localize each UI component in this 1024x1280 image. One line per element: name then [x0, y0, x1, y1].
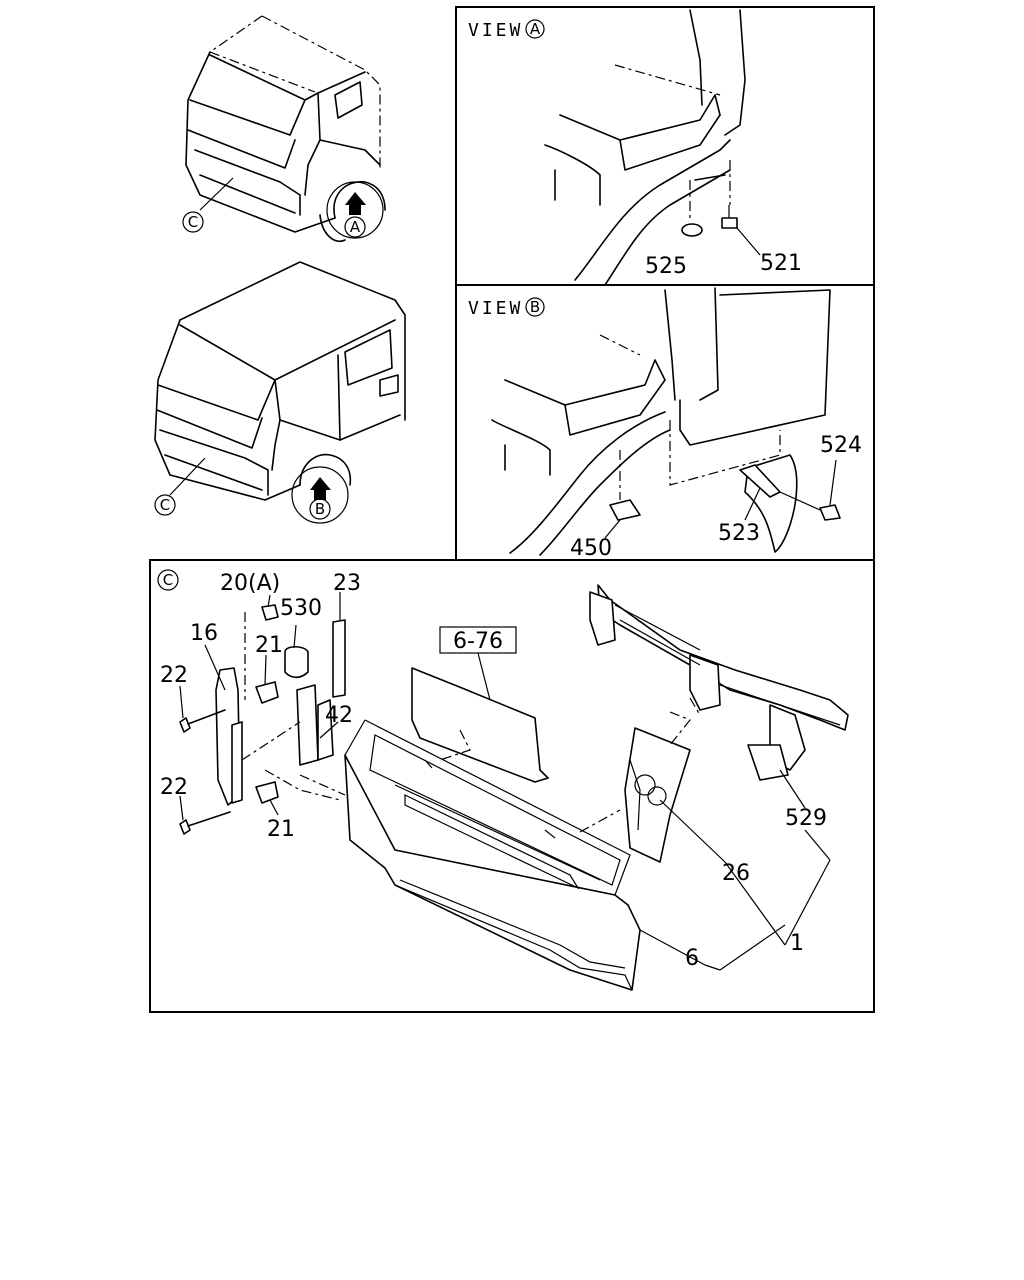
callout-b-bottom-letter: B	[315, 500, 325, 518]
label-22-bottom: 22	[160, 775, 188, 800]
view-b-word: VIEW	[468, 298, 523, 319]
label-23: 23	[333, 571, 361, 596]
view-b-frame	[455, 284, 875, 561]
label-21-top: 21	[255, 633, 283, 658]
view-a-letter: A	[530, 20, 541, 38]
truck-cab-top	[185, 15, 386, 242]
label-20a: 20(A)	[220, 571, 280, 596]
view-a-frame	[455, 6, 875, 286]
label-525: 525	[645, 254, 687, 279]
left-trim-parts	[179, 592, 346, 835]
callout-c-bottom: C	[154, 494, 176, 516]
view-c-title: C	[157, 569, 179, 591]
callout-c-bottom-letter: C	[160, 496, 170, 514]
view-b-title: VIEW B	[468, 297, 545, 319]
view-b-drawing	[491, 287, 841, 556]
view-a-word: VIEW	[468, 20, 523, 41]
view-c-frame	[149, 559, 875, 1013]
callout-c-top: C	[182, 211, 204, 233]
assembly-leaders	[639, 769, 831, 971]
view-b-letter: B	[530, 298, 540, 316]
label-529: 529	[785, 806, 827, 831]
ref-6-76-box: 6-76	[411, 626, 549, 783]
callout-c-top-letter: C	[188, 213, 198, 231]
label-530: 530	[280, 596, 322, 621]
front-grille-panel	[299, 719, 641, 991]
radiator-bracket	[589, 584, 849, 863]
label-42: 42	[325, 703, 353, 728]
view-c-letter: C	[163, 571, 173, 589]
label-523: 523	[718, 521, 760, 546]
label-26: 26	[722, 861, 750, 886]
callout-a-top: A	[344, 216, 366, 238]
label-16: 16	[190, 621, 218, 646]
truck-cab-bottom	[154, 261, 406, 524]
label-524: 524	[820, 433, 862, 458]
label-1: 1	[790, 931, 804, 956]
callout-b-bottom: B	[309, 498, 331, 520]
view-a-title: VIEW A	[468, 19, 545, 41]
callout-a-top-letter: A	[350, 218, 361, 236]
view-a-drawing	[544, 9, 761, 286]
label-21-bottom: 21	[267, 817, 295, 842]
label-22-top: 22	[160, 663, 188, 688]
label-450: 450	[570, 536, 612, 561]
label-6-76: 6-76	[453, 629, 503, 654]
label-521: 521	[760, 251, 802, 276]
